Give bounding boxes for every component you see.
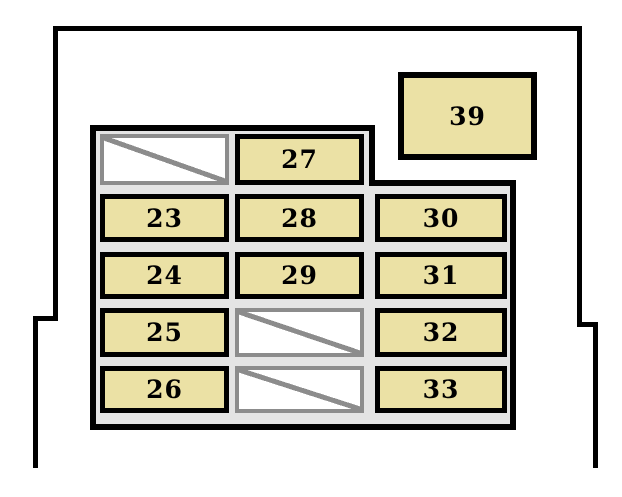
panel-outline-right-lower: [593, 322, 598, 468]
fuse-30: 30: [375, 194, 507, 242]
fuse-32: 32: [375, 308, 507, 357]
empty-fuse-slot-row1: [100, 134, 229, 185]
panel-outline-right-upper: [577, 26, 582, 327]
fuse-33-label: 33: [422, 375, 460, 404]
fuse-24-label: 24: [146, 261, 183, 290]
fuse-23-label: 23: [146, 203, 183, 233]
fuse-block-joint: [96, 179, 369, 190]
panel-outline-left-step: [33, 316, 58, 321]
empty-fuse-slot-row5: [235, 366, 364, 413]
fuse-39: 39: [398, 72, 537, 160]
fuse-26-label: 26: [146, 375, 183, 404]
panel-outline-top: [53, 26, 582, 31]
fuse-29: 29: [235, 252, 364, 299]
fuse-31: 31: [375, 252, 507, 299]
fuse-27: 27: [235, 134, 364, 185]
fuse-28: 28: [235, 194, 364, 242]
fuse-39-label: 39: [449, 101, 486, 131]
fuse-24: 24: [100, 252, 229, 299]
fuse-30-label: 30: [422, 203, 460, 233]
panel-outline-left-upper: [53, 26, 58, 321]
panel-outline-left-lower: [33, 316, 38, 468]
fuse-28-label: 28: [281, 203, 318, 233]
fuse-23: 23: [100, 194, 229, 242]
fuse-25-label: 25: [146, 318, 183, 347]
fuse-25: 25: [100, 308, 229, 357]
fuse-33: 33: [375, 366, 507, 413]
fuse-31-label: 31: [422, 261, 460, 290]
empty-fuse-slot-row4: [235, 308, 364, 357]
fuse-32-label: 32: [422, 318, 460, 347]
fuse-27-label: 27: [281, 145, 318, 174]
panel-outline-right-step: [577, 322, 598, 327]
fuse-26: 26: [100, 366, 229, 413]
fuse-29-label: 29: [281, 261, 318, 290]
